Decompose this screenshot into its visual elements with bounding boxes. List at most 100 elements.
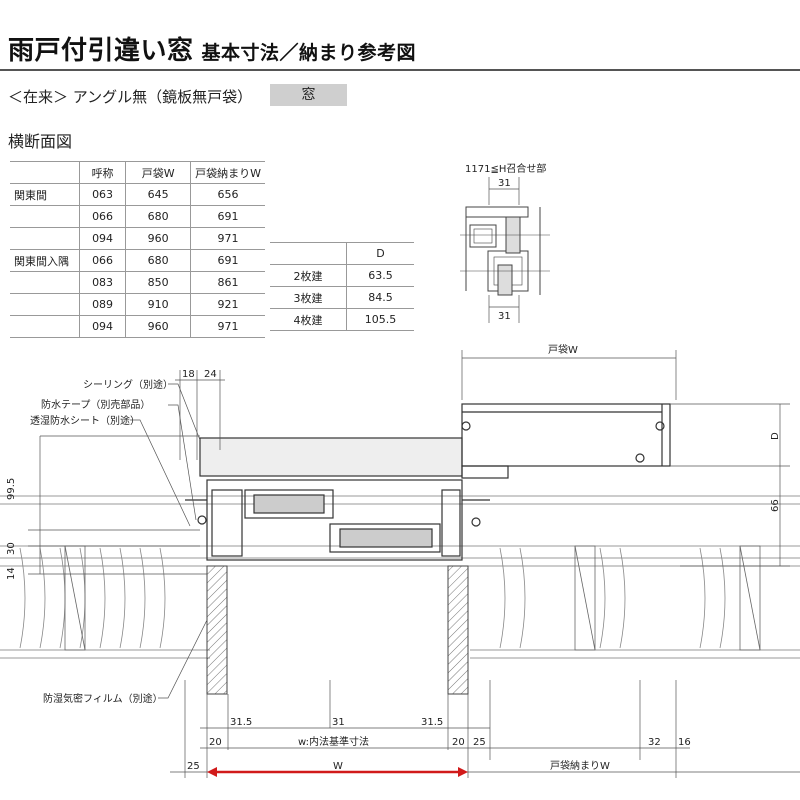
inset-frame (460, 206, 550, 296)
callout-leaders (130, 383, 208, 699)
dim-31-5-left: 31.5 (230, 717, 252, 728)
dim-25-left: 25 (187, 761, 200, 772)
table-cell: 84.5 (346, 286, 414, 309)
table-cell: 066 (78, 205, 126, 228)
dim-w: W (333, 761, 343, 772)
callout-waterproof-tape: 防水テープ（別売部品） (41, 398, 150, 411)
table-cell: 971 (190, 315, 265, 338)
dim-20-left: 20 (209, 737, 222, 748)
dim-24: 24 (204, 369, 217, 380)
dim-25-right: 25 (473, 737, 486, 748)
table-cell: 691 (190, 249, 265, 272)
table-header-fit-w: 戸袋納まりW (190, 161, 265, 184)
table-row: 4枚建 105.5 (270, 308, 414, 331)
table-row: 066 680 691 (10, 205, 265, 228)
top-dims (175, 350, 677, 460)
right-dims (670, 403, 790, 567)
table-cell: 680 (125, 249, 191, 272)
table-cell: 066 (78, 249, 126, 272)
studs (64, 545, 761, 651)
section-title: 横断面図 (8, 132, 73, 151)
inset-bottom-dim: 31 (498, 311, 511, 322)
table-cell (270, 242, 347, 265)
wall-lines (0, 495, 800, 659)
table-cell (10, 205, 80, 228)
table-cell: 094 (78, 315, 126, 338)
table-row: 関東間 063 645 656 (10, 183, 265, 206)
table-cell: 691 (190, 205, 265, 228)
callout-breathable-sheet: 透湿防水シート（別途） (30, 414, 140, 427)
dim-31-5-right: 31.5 (421, 717, 443, 728)
dim-99-5: 99.5 (6, 478, 17, 500)
title-main: 雨戸付引違い窓 (8, 36, 194, 66)
table-header-row: D (270, 242, 414, 265)
title-rule (0, 69, 800, 71)
window-frame (185, 421, 665, 561)
table-cell: 656 (190, 183, 265, 206)
table-cell (10, 271, 80, 294)
table-header-row: 呼称 戸袋W 戸袋納まりW (10, 161, 265, 184)
table-cell: 960 (125, 315, 191, 338)
type-line: ＜在来＞ アングル無（鏡板無戸袋） (8, 88, 253, 106)
dim-32: 32 (648, 737, 661, 748)
table-cell: 3枚建 (270, 286, 347, 309)
dim-shutter-w: 戸袋W (548, 343, 578, 356)
table-cell: 4枚建 (270, 308, 347, 331)
table-cell: 861 (190, 271, 265, 294)
table-row: 関東間入隅 066 680 691 (10, 249, 265, 272)
page-title: 雨戸付引違い窓基本寸法／納まり参考図 (8, 30, 416, 67)
table-row: 094 960 971 (10, 315, 265, 338)
table-cell (10, 293, 80, 316)
w-arrow (207, 767, 468, 777)
dim-shutter-fit-w: 戸袋納まりW (550, 759, 610, 772)
dim-20-right: 20 (452, 737, 465, 748)
dim-14: 14 (6, 567, 17, 580)
dim-31: 31 (332, 717, 345, 728)
dim-30: 30 (6, 542, 17, 555)
table-header-group (10, 161, 80, 184)
right-jamb (447, 565, 469, 695)
window-badge: 窓 (270, 84, 347, 106)
table-cell: 089 (78, 293, 126, 316)
insulation-left (19, 547, 166, 649)
table-cell: 680 (125, 205, 191, 228)
table-cell: 850 (125, 271, 191, 294)
table-cell: 645 (125, 183, 191, 206)
meeting-rail-inset: 1171≦H召合せ部 31 31 (460, 162, 550, 323)
table-header-code: 呼称 (78, 161, 126, 184)
table-cell: 063 (78, 183, 126, 206)
insulation-right (499, 547, 726, 649)
callout-sealing: シーリング（別途） (83, 378, 173, 391)
table-cell (10, 315, 80, 338)
cross-section-drawing: 18 24 戸袋W 99.5 30 14 D 66 シーリング（別途） 防水テー… (0, 343, 800, 778)
table-row: 3枚建 84.5 (270, 286, 414, 309)
table-cell: 960 (125, 227, 191, 250)
table-cell: 63.5 (346, 264, 414, 287)
table-cell: 910 (125, 293, 191, 316)
dim-inner-w: w:内法基準寸法 (298, 735, 369, 748)
table-cell: 083 (78, 271, 126, 294)
table-cell: 105.5 (346, 308, 414, 331)
dim-18: 18 (182, 369, 195, 380)
size-table: 呼称 戸袋W 戸袋納まりW 関東間 063 645 656 066 680 69… (10, 161, 265, 338)
group-label: 関東間 (10, 183, 80, 206)
table-cell: 921 (190, 293, 265, 316)
inset-caption: 1171≦H召合せ部 (465, 162, 546, 175)
table-row: 083 850 861 (10, 271, 265, 294)
table-row: 2枚建 63.5 (270, 264, 414, 287)
table-cell: 094 (78, 227, 126, 250)
table-cell (10, 227, 80, 250)
dim-16: 16 (678, 737, 691, 748)
table-header-w: 戸袋W (125, 161, 191, 184)
left-jamb (206, 565, 228, 695)
callout-vapor-film: 防湿気密フィルム（別途） (43, 692, 163, 705)
shutter-box (461, 403, 671, 479)
d-header: D (346, 242, 414, 265)
table-row: 094 960 971 (10, 227, 265, 250)
title-sub: 基本寸法／納まり参考図 (201, 42, 417, 64)
table-cell: 2枚建 (270, 264, 347, 287)
dim-d: D (770, 432, 781, 440)
table-row: 089 910 921 (10, 293, 265, 316)
d-table: D 2枚建 63.5 3枚建 84.5 4枚建 105.5 (270, 242, 414, 331)
table-cell: 971 (190, 227, 265, 250)
